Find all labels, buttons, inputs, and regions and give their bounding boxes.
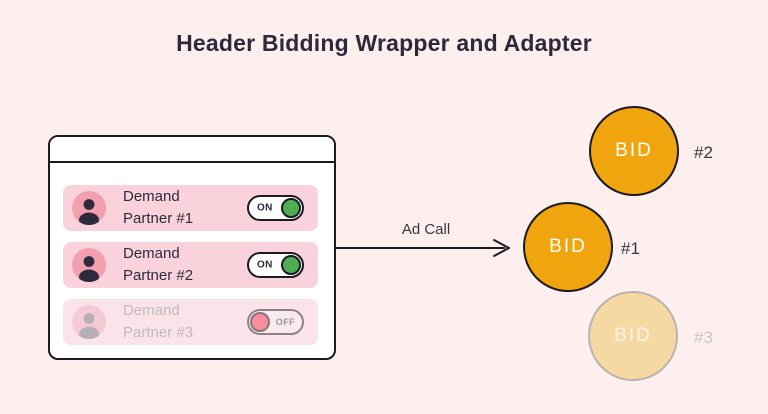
partner-name-line1: Demand — [123, 245, 180, 263]
avatar — [72, 305, 106, 339]
toggle-label: ON — [257, 202, 273, 214]
toggle-switch-on[interactable]: ON — [247, 252, 304, 278]
bid-circle-1: BID — [523, 202, 613, 292]
partner-name-line2: Partner #2 — [123, 267, 194, 284]
person-icon — [79, 313, 99, 339]
bid-rank-2: #2 — [694, 143, 713, 162]
toggle-label: ON — [257, 259, 273, 271]
ad-call-label: Ad Call — [401, 221, 451, 238]
person-icon — [79, 199, 99, 225]
ad-call-arrow — [336, 239, 510, 257]
bid-rank-3: #3 — [694, 328, 713, 347]
bid-rank-1: #1 — [621, 239, 640, 258]
partner-row-1: Demand Partner #1 ON — [63, 185, 318, 231]
partner-name-line1: Demand — [123, 302, 180, 320]
partner-label: Demand Partner #2 — [123, 243, 193, 287]
browser-window: Demand Partner #1 ON Demand Partner #2 O… — [48, 135, 336, 360]
avatar — [72, 191, 106, 225]
person-icon — [79, 256, 99, 282]
bid-text: BID — [615, 140, 653, 161]
toggle-label: OFF — [275, 317, 295, 327]
partner-name-line2: Partner #3 — [123, 324, 194, 341]
partner-label: Demand Partner #1 — [123, 186, 193, 230]
bid-circle-2: BID — [589, 106, 679, 196]
page-title: Header Bidding Wrapper and Adapter — [176, 30, 592, 56]
partner-name-line2: Partner #1 — [123, 210, 194, 227]
partner-label: Demand Partner #3 — [123, 300, 193, 344]
bid-text: BID — [614, 325, 652, 346]
toggle-knob — [250, 312, 270, 332]
toggle-knob — [281, 198, 301, 218]
partner-name-line1: Demand — [123, 188, 180, 206]
bid-text: BID — [549, 236, 587, 257]
toggle-switch-off[interactable]: OFF — [247, 309, 304, 335]
partner-row-3: Demand Partner #3 OFF — [63, 299, 318, 345]
toggle-knob — [281, 255, 301, 275]
partner-row-2: Demand Partner #2 ON — [63, 242, 318, 288]
toggle-switch-on[interactable]: ON — [247, 195, 304, 221]
window-titlebar — [50, 137, 334, 163]
avatar — [72, 248, 106, 282]
bid-circle-3: BID — [588, 291, 678, 381]
